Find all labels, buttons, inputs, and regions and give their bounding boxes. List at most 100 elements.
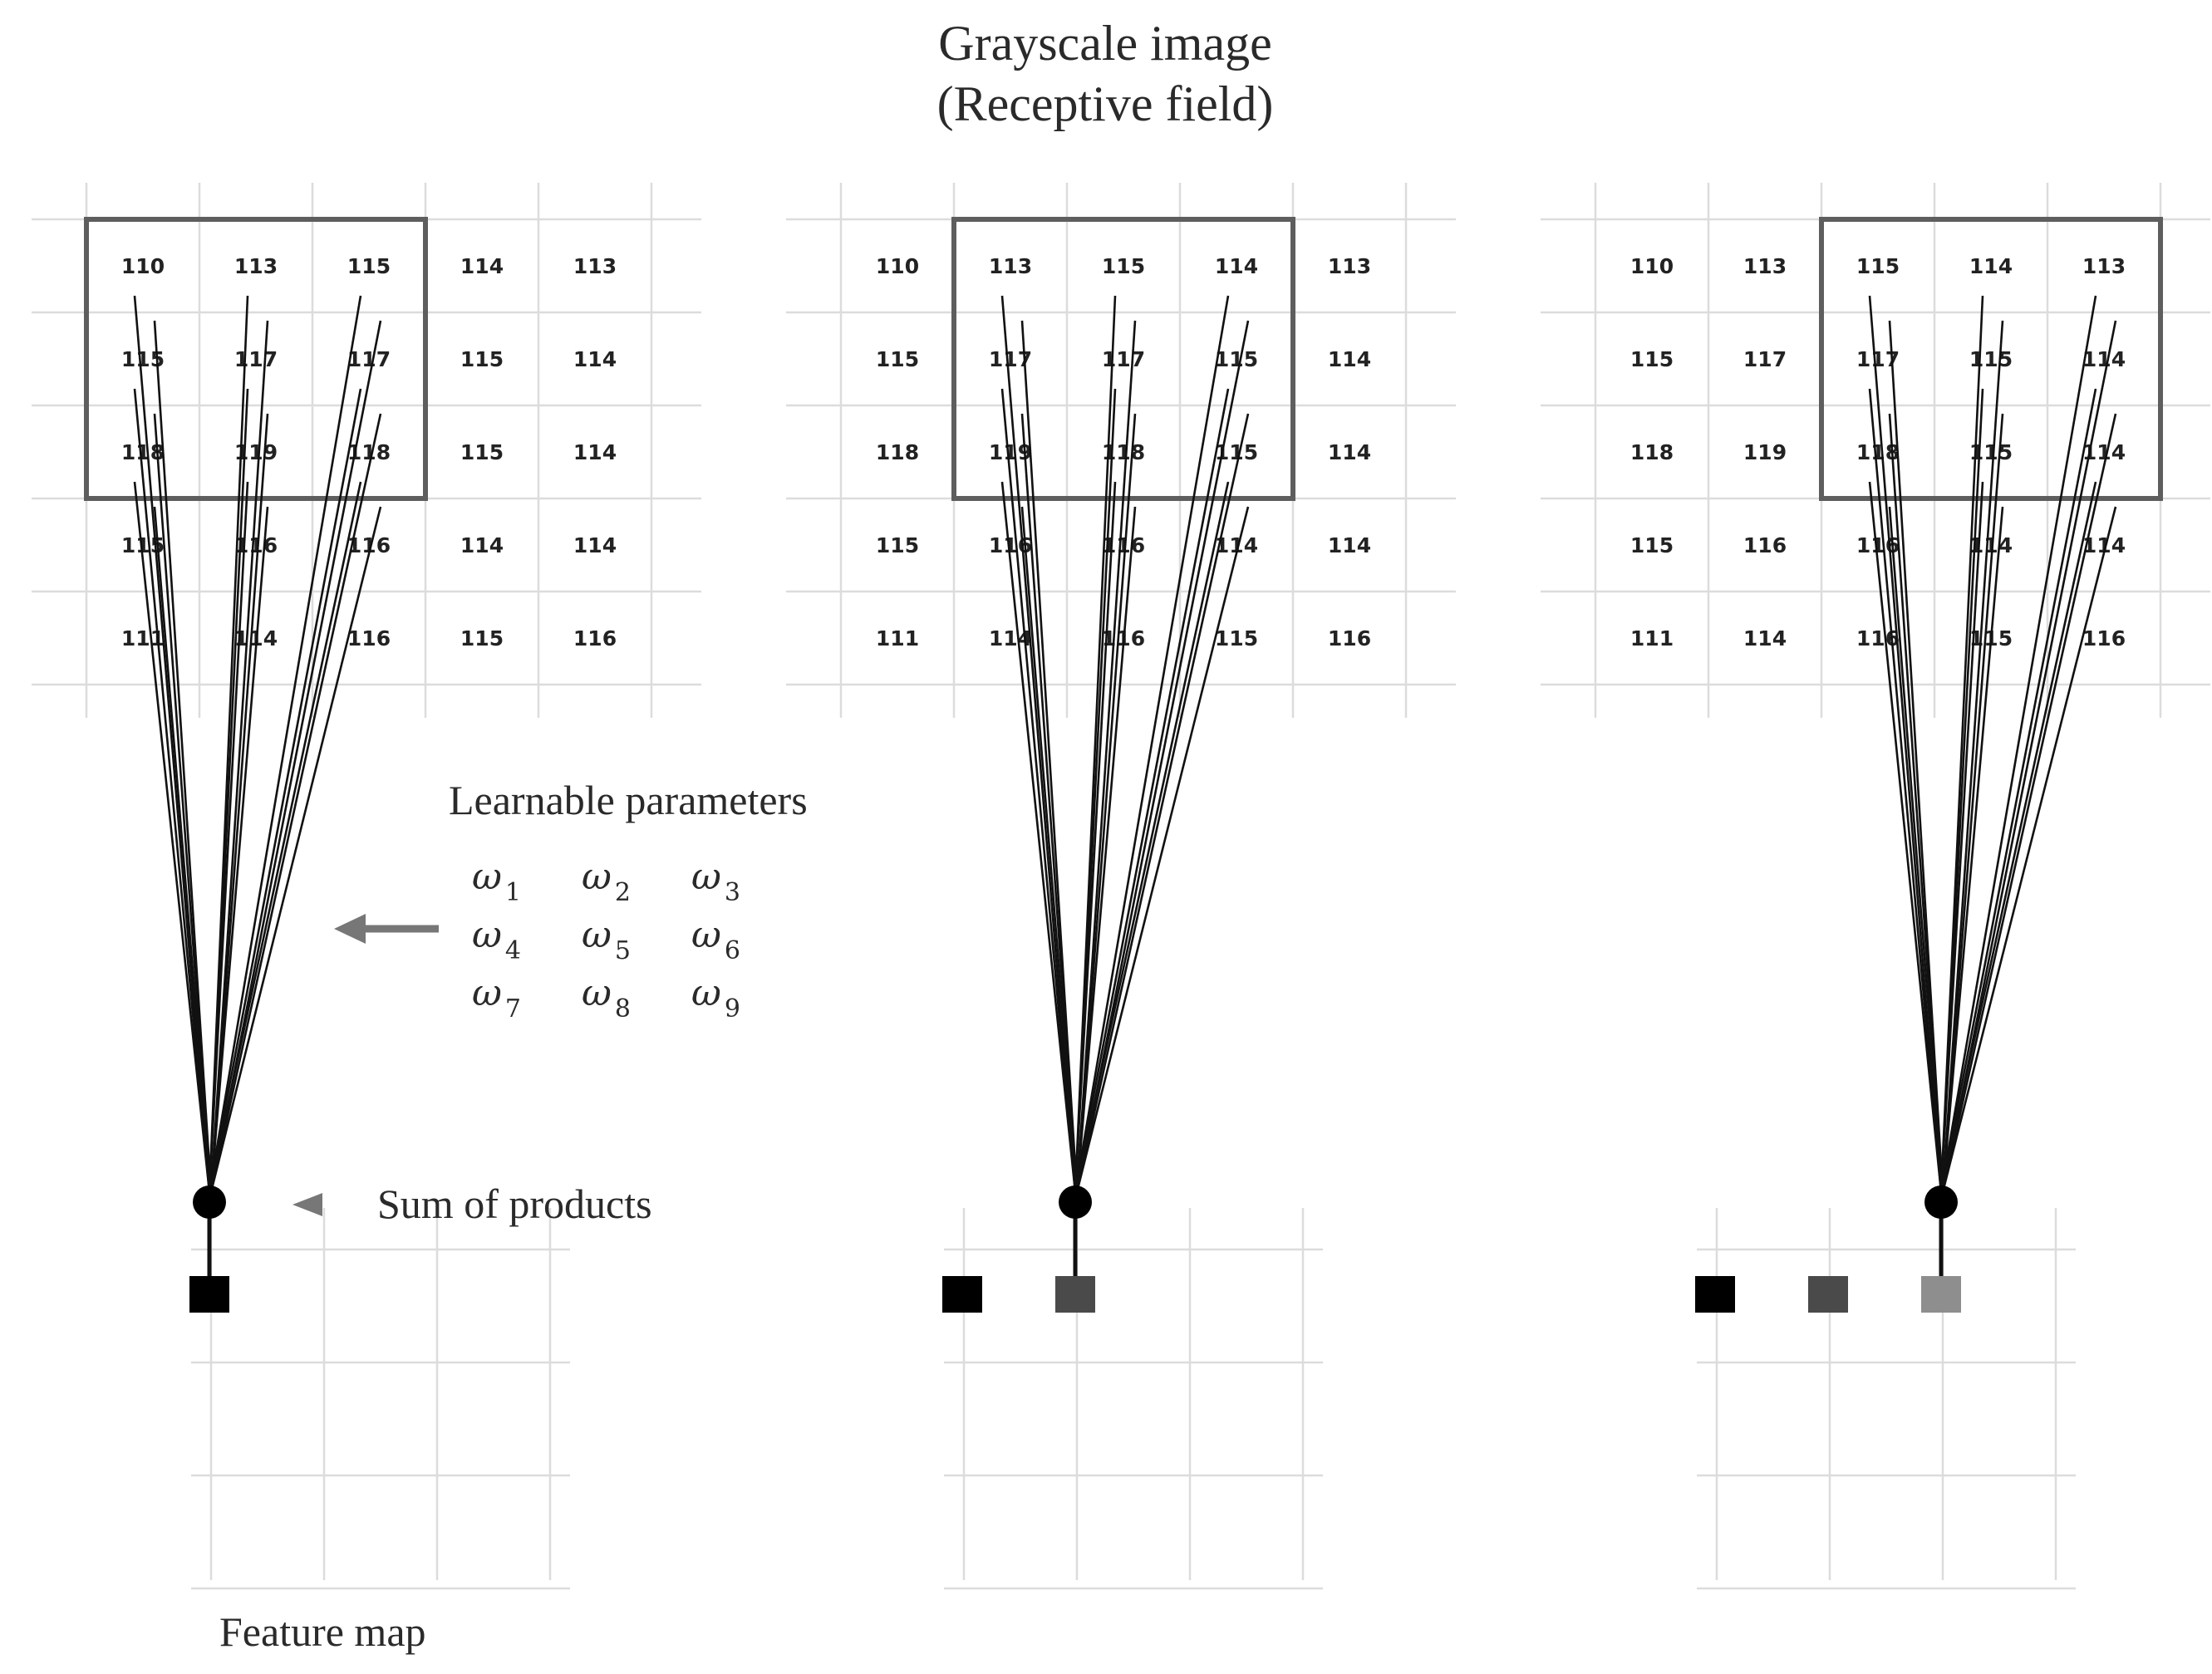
pixel-value: 114	[1969, 254, 2013, 278]
feature-map-value-square	[1695, 1276, 1735, 1313]
weight-connection-line	[1020, 413, 1079, 1193]
pixel-value: 116	[573, 626, 617, 650]
pixel-value: 115	[1630, 533, 1674, 557]
pixel-value: 115	[460, 347, 504, 371]
pixel-value: 115	[1630, 347, 1674, 371]
weight-connection-line	[1888, 506, 1944, 1193]
sum-of-products-label: Sum of products	[377, 1181, 652, 1227]
pixel-value: 114	[460, 533, 504, 557]
weight-connections	[133, 295, 382, 1193]
parameters-arrow	[334, 914, 439, 944]
pixel-value: 115	[460, 440, 504, 464]
pixel-value: 118	[1630, 440, 1674, 464]
weight-connection-line	[209, 506, 382, 1193]
pixel-value: 118	[876, 440, 919, 464]
pixel-value: 113	[573, 254, 617, 278]
weight-connection-line	[1939, 481, 1984, 1193]
weight-connection-line	[1939, 481, 2097, 1193]
weight-connection-line	[133, 481, 211, 1193]
pixel-value: 114	[1328, 440, 1371, 464]
weight-connection-line	[1074, 295, 1230, 1193]
sum-node	[1059, 1186, 1092, 1219]
pixel-value: 117	[1743, 347, 1787, 371]
weight-connection-line	[153, 413, 213, 1193]
pixel-value: 115	[876, 347, 919, 371]
weight-connection-line	[1000, 388, 1077, 1193]
pixel-value: 115	[347, 254, 391, 278]
weight-connection-line	[209, 413, 269, 1193]
pixel-value: 113	[1743, 254, 1787, 278]
title-line-1: Grayscale image	[938, 16, 1271, 71]
feature-map-grid	[191, 1208, 570, 1590]
weight-connection-line	[1075, 413, 1250, 1193]
pixel-value: 117	[347, 347, 391, 371]
feature-map-value-square	[1921, 1276, 1961, 1313]
pixel-value: 115	[1215, 347, 1258, 371]
weight-connection-line	[133, 295, 211, 1193]
pixel-value: 114	[1215, 254, 1258, 278]
pixel-value: 114	[2082, 347, 2126, 371]
pixel-value: 110	[1630, 254, 1674, 278]
weight-connections	[1868, 295, 2117, 1193]
weight-connection-line	[1941, 413, 2004, 1193]
sum-node	[1924, 1186, 1958, 1219]
weight-connection-line	[133, 388, 211, 1193]
feature-map-value-square	[189, 1276, 229, 1313]
weight-connection-line	[209, 506, 269, 1193]
pixel-value: 115	[460, 626, 504, 650]
sum-node	[193, 1186, 226, 1219]
weight-connection-line	[208, 481, 249, 1193]
pixel-value: 116	[347, 626, 391, 650]
pixel-value: 115	[1856, 254, 1900, 278]
weight-connection-line	[208, 388, 362, 1193]
pixel-value: 119	[1743, 440, 1787, 464]
pixel-value: 115	[1969, 347, 2013, 371]
feature-map-grid	[944, 1208, 1323, 1590]
weight-connection-line	[1939, 295, 2097, 1193]
pixel-value: 114	[1328, 347, 1371, 371]
pixel-value: 116	[2082, 626, 2126, 650]
title-line-2: (Receptive field)	[937, 76, 1274, 131]
sum-arrow	[292, 1193, 322, 1216]
weight-connection-line	[1939, 388, 2097, 1193]
weight-connection-line	[1868, 388, 1943, 1193]
weight-connection-line	[1941, 506, 2004, 1193]
weight-connection-line	[1888, 413, 1944, 1193]
weight-connection-line	[1075, 413, 1137, 1193]
weight-connection-line	[1075, 320, 1137, 1193]
pixel-value: 110	[121, 254, 165, 278]
pixel-value: 113	[2082, 254, 2126, 278]
weight-connection-line	[1074, 481, 1230, 1193]
pixel-value: 114	[1328, 533, 1371, 557]
pixel-value: 116	[1102, 533, 1145, 557]
weight-connection-line	[1941, 506, 2117, 1193]
weight-connection-line	[1074, 481, 1117, 1193]
weight-connection-line	[153, 506, 213, 1193]
weight-connection-line	[209, 320, 269, 1193]
weight-connection-line	[1941, 320, 2004, 1193]
pixel-value: 113	[234, 254, 278, 278]
weight-connection-line	[1020, 506, 1079, 1193]
pixel-value: 114	[573, 347, 617, 371]
pixel-value: 111	[876, 626, 919, 650]
weight-connection-line	[153, 320, 213, 1193]
pixel-value: 116	[1328, 626, 1371, 650]
weight-connection-line	[209, 413, 382, 1193]
pixel-value: 113	[989, 254, 1032, 278]
pixel-value: 114	[573, 533, 617, 557]
pixel-value: 110	[876, 254, 919, 278]
learnable-parameters-label: Learnable parameters	[449, 777, 808, 823]
